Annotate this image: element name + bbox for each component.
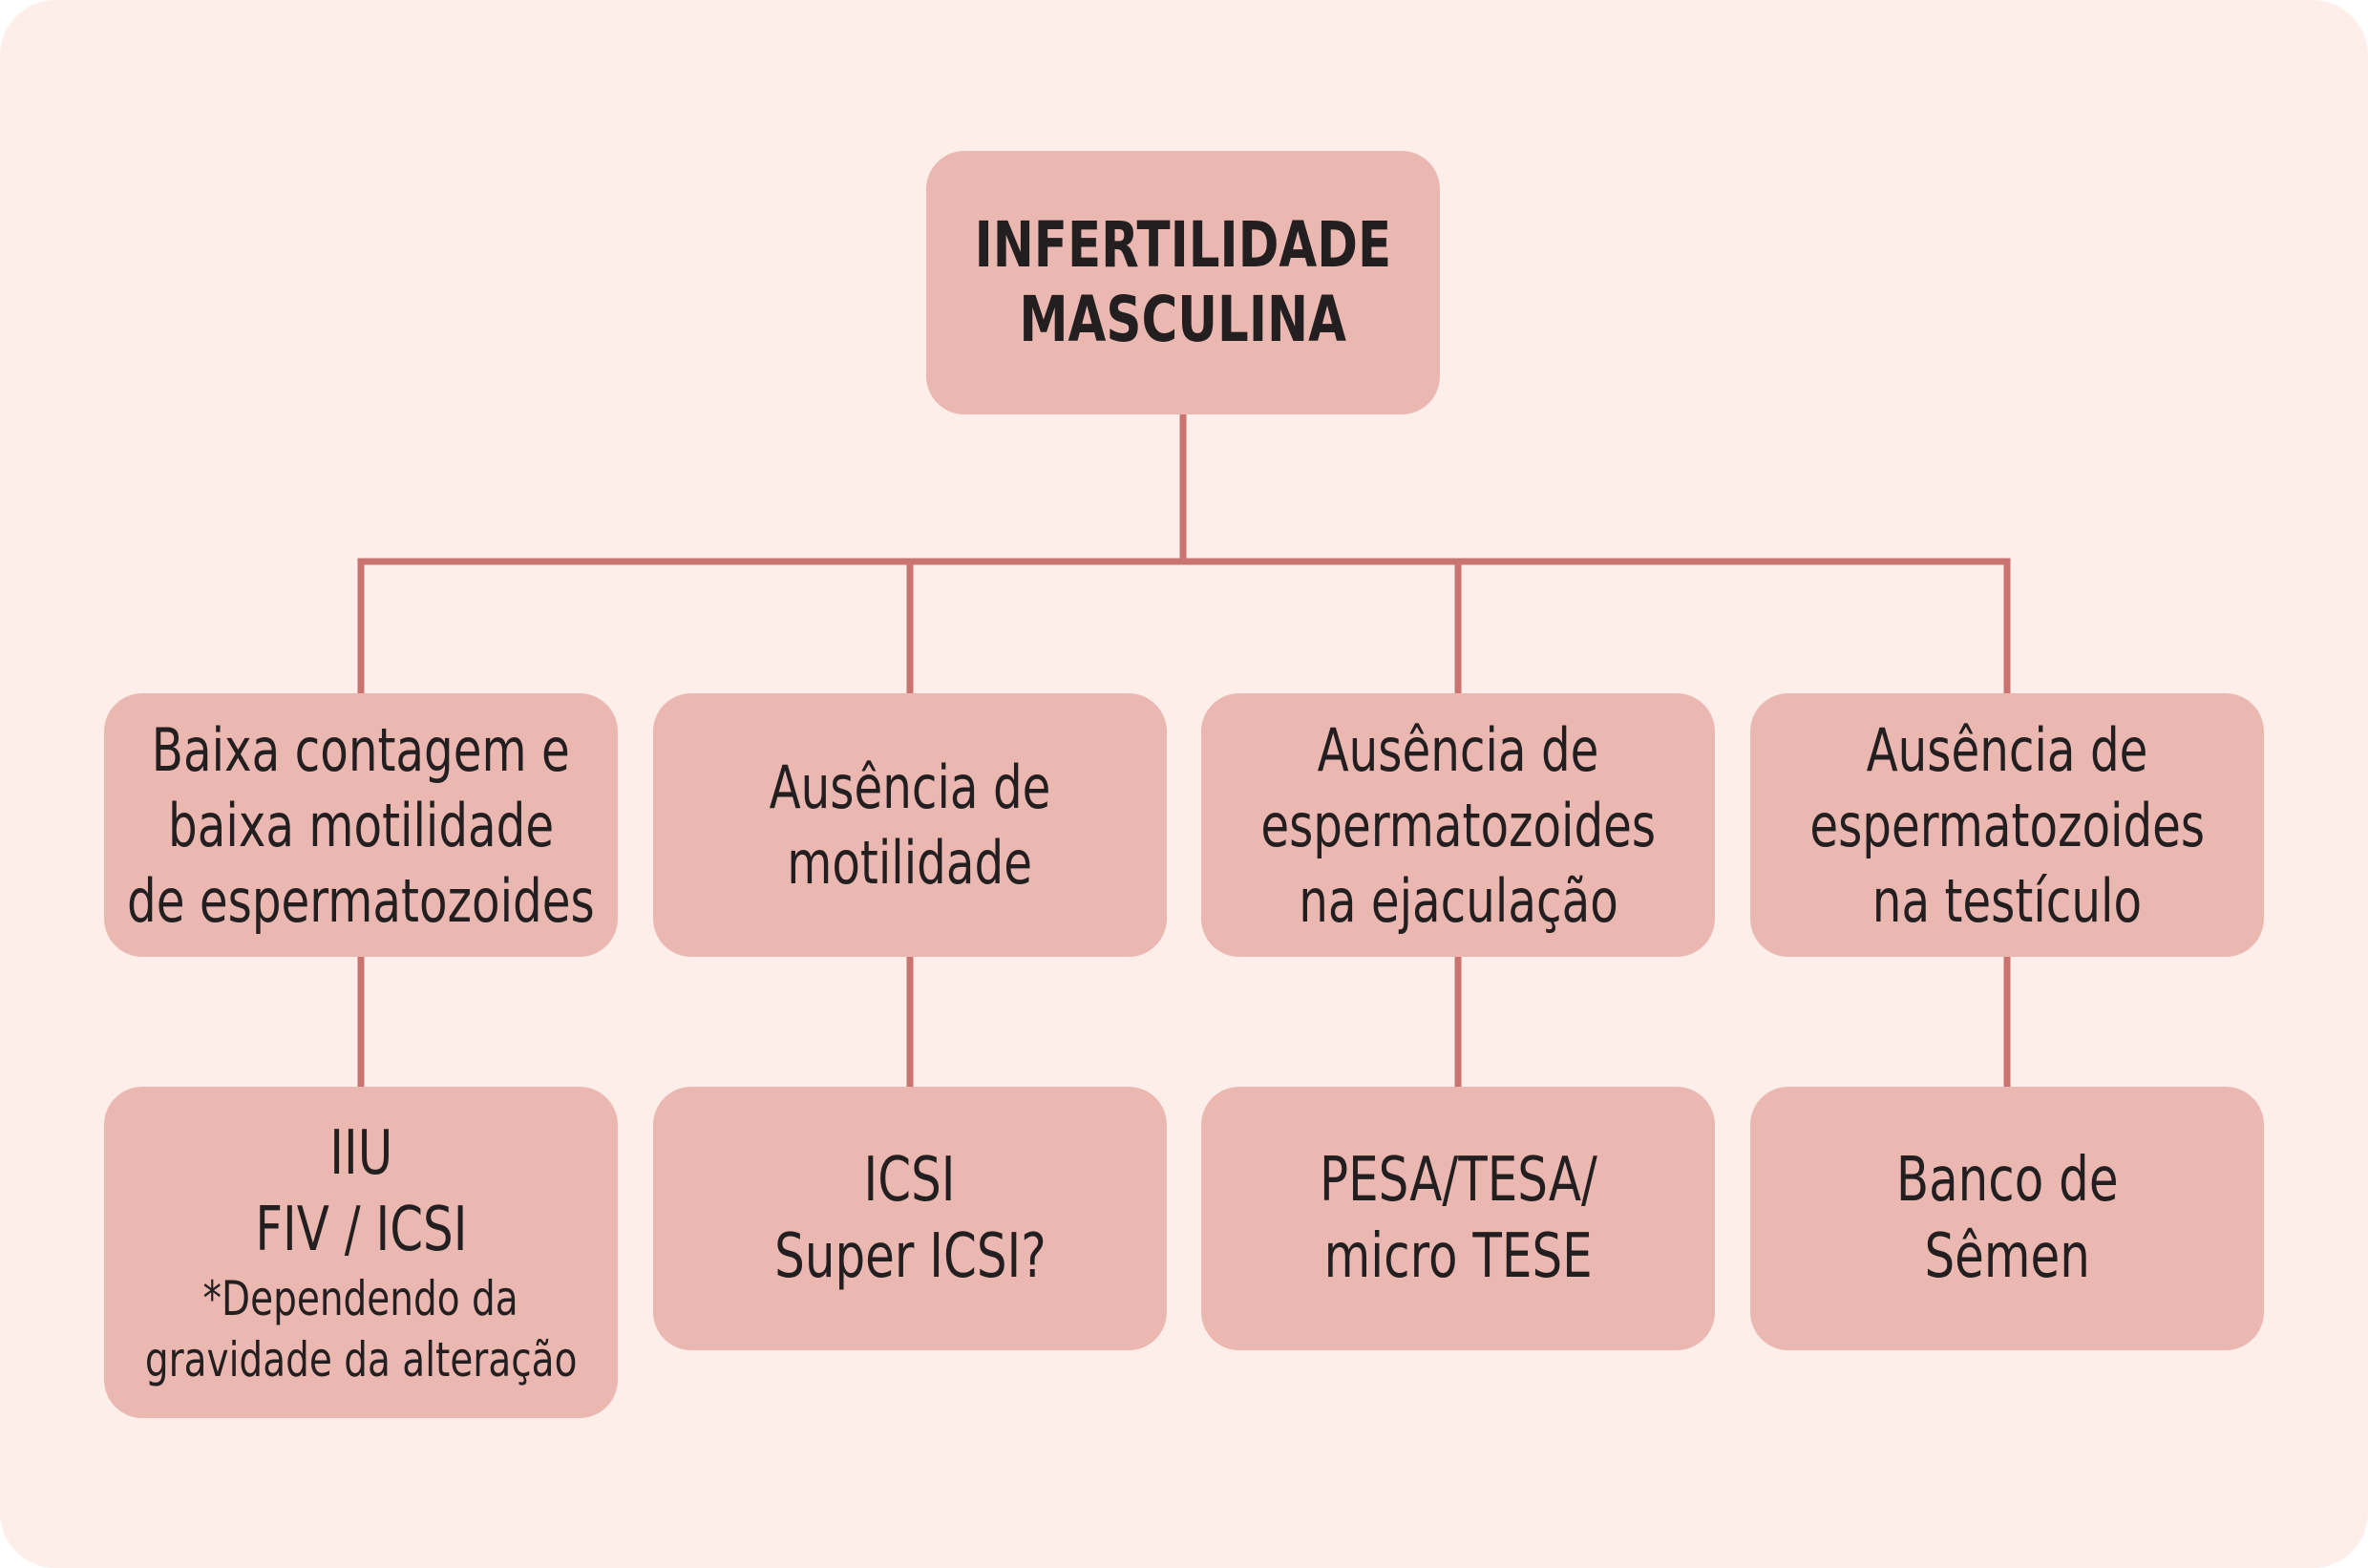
treatment-4-line-1: Banco de [1895,1145,2119,1216]
category-4-line-3: na testículo [1871,865,2143,936]
treatment-4-line-2: Sêmen [1924,1221,2090,1292]
category-node-ausencia-motilidade: Ausência de motilidade [653,693,1167,957]
category-4-line-1: Ausência de [1866,714,2148,785]
treatment-node-iiu-fiv-icsi: IIU FIV / ICSI *Dependendo da gravidade … [104,1087,618,1418]
treatment-2-line-2: Super ICSI? [773,1221,1047,1292]
category-3-line-3: na ejaculação [1298,865,1618,936]
treatment-1-line-2: FIV / ICSI [254,1194,468,1265]
category-node-baixa-contagem: Baixa contagem e baixa motilidade de esp… [104,693,618,957]
treatment-1-line-1: IIU [329,1117,392,1189]
treatment-2-line-1: ICSI [864,1145,956,1216]
root-node-infertilidade-masculina: INFERTILIDADE MASCULINA [926,151,1440,414]
treatment-node-icsi: ICSI Super ICSI? [653,1087,1167,1350]
category-1-line-3: de espermatozoides [127,865,595,936]
category-3-line-1: Ausência de [1317,714,1599,785]
treatment-3-line-1: PESA/TESA/ [1319,1145,1597,1216]
treatment-3-line-2: micro TESE [1323,1221,1593,1292]
category-1-line-2: baixa motilidade [167,790,555,860]
treatment-node-pesa-tesa: PESA/TESA/ micro TESE [1201,1087,1715,1350]
treatment-node-banco-de-semen: Banco de Sêmen [1750,1087,2264,1350]
treatment-1-note-line-2: gravidade da alteração [144,1331,578,1388]
category-4-line-2: espermatozoides [1809,790,2205,860]
category-node-ausencia-testiculo: Ausência de espermatozoides na testículo [1750,693,2264,957]
category-2-line-2: motilidade [787,828,1033,898]
category-node-ausencia-ejaculacao: Ausência de espermatozoides na ejaculaçã… [1201,693,1715,957]
root-node-line-2: MASCULINA [1019,283,1347,356]
category-3-line-2: espermatozoides [1260,790,1656,860]
category-2-line-1: Ausência de [769,752,1051,822]
root-node-line-1: INFERTILIDADE [974,208,1392,282]
category-1-line-1: Baixa contagem e [152,714,570,785]
treatment-1-note-line-1: *Dependendo da [202,1270,519,1326]
